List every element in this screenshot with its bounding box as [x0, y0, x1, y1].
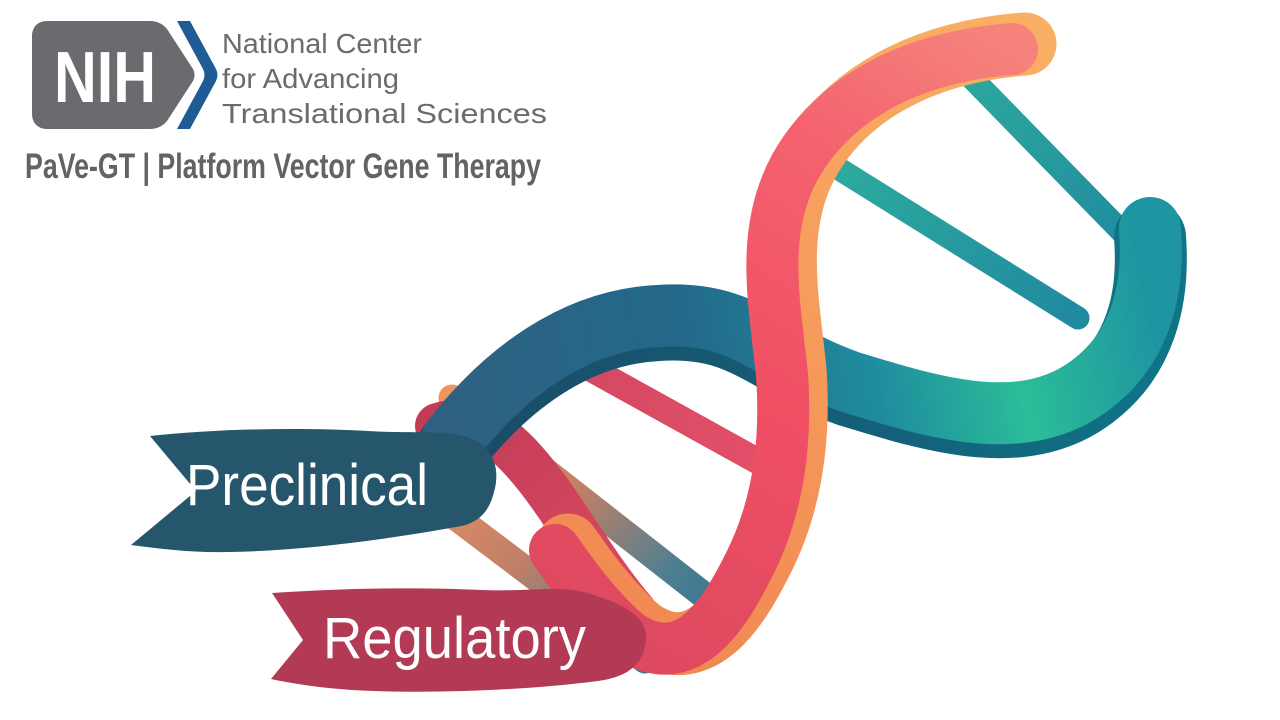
nih-logo-chevron-icon: [177, 21, 218, 129]
tagline: PaVe-GT | Platform Vector Gene Therapy: [25, 147, 541, 186]
preclinical-ribbon: [131, 428, 497, 553]
org-name: National Center for Advancing Translatio…: [222, 28, 547, 129]
org-name-line-2: for Advancing: [222, 63, 399, 94]
helix-cool-strand: [421, 197, 1182, 471]
preclinical-label: Preclinical: [186, 453, 428, 518]
regulatory-label: Regulatory: [323, 606, 586, 671]
dna-helix-illustration: [406, 12, 1187, 675]
nih-logo-box: [32, 21, 195, 129]
regulatory-banner[interactable]: Regulatory: [271, 588, 647, 692]
org-name-line-3: Translational Sciences: [222, 98, 547, 129]
regulatory-ribbon: [271, 588, 647, 692]
helix-crimson-rung: [562, 347, 783, 481]
preclinical-banner[interactable]: Preclinical: [131, 428, 497, 553]
helix-top-rung-1: [950, 56, 1134, 244]
nih-logo[interactable]: NIH: [32, 21, 218, 129]
nih-logo-acronym: NIH: [54, 38, 156, 118]
org-name-line-1: National Center: [222, 28, 422, 59]
helix-top-rung-2: [800, 140, 1090, 330]
